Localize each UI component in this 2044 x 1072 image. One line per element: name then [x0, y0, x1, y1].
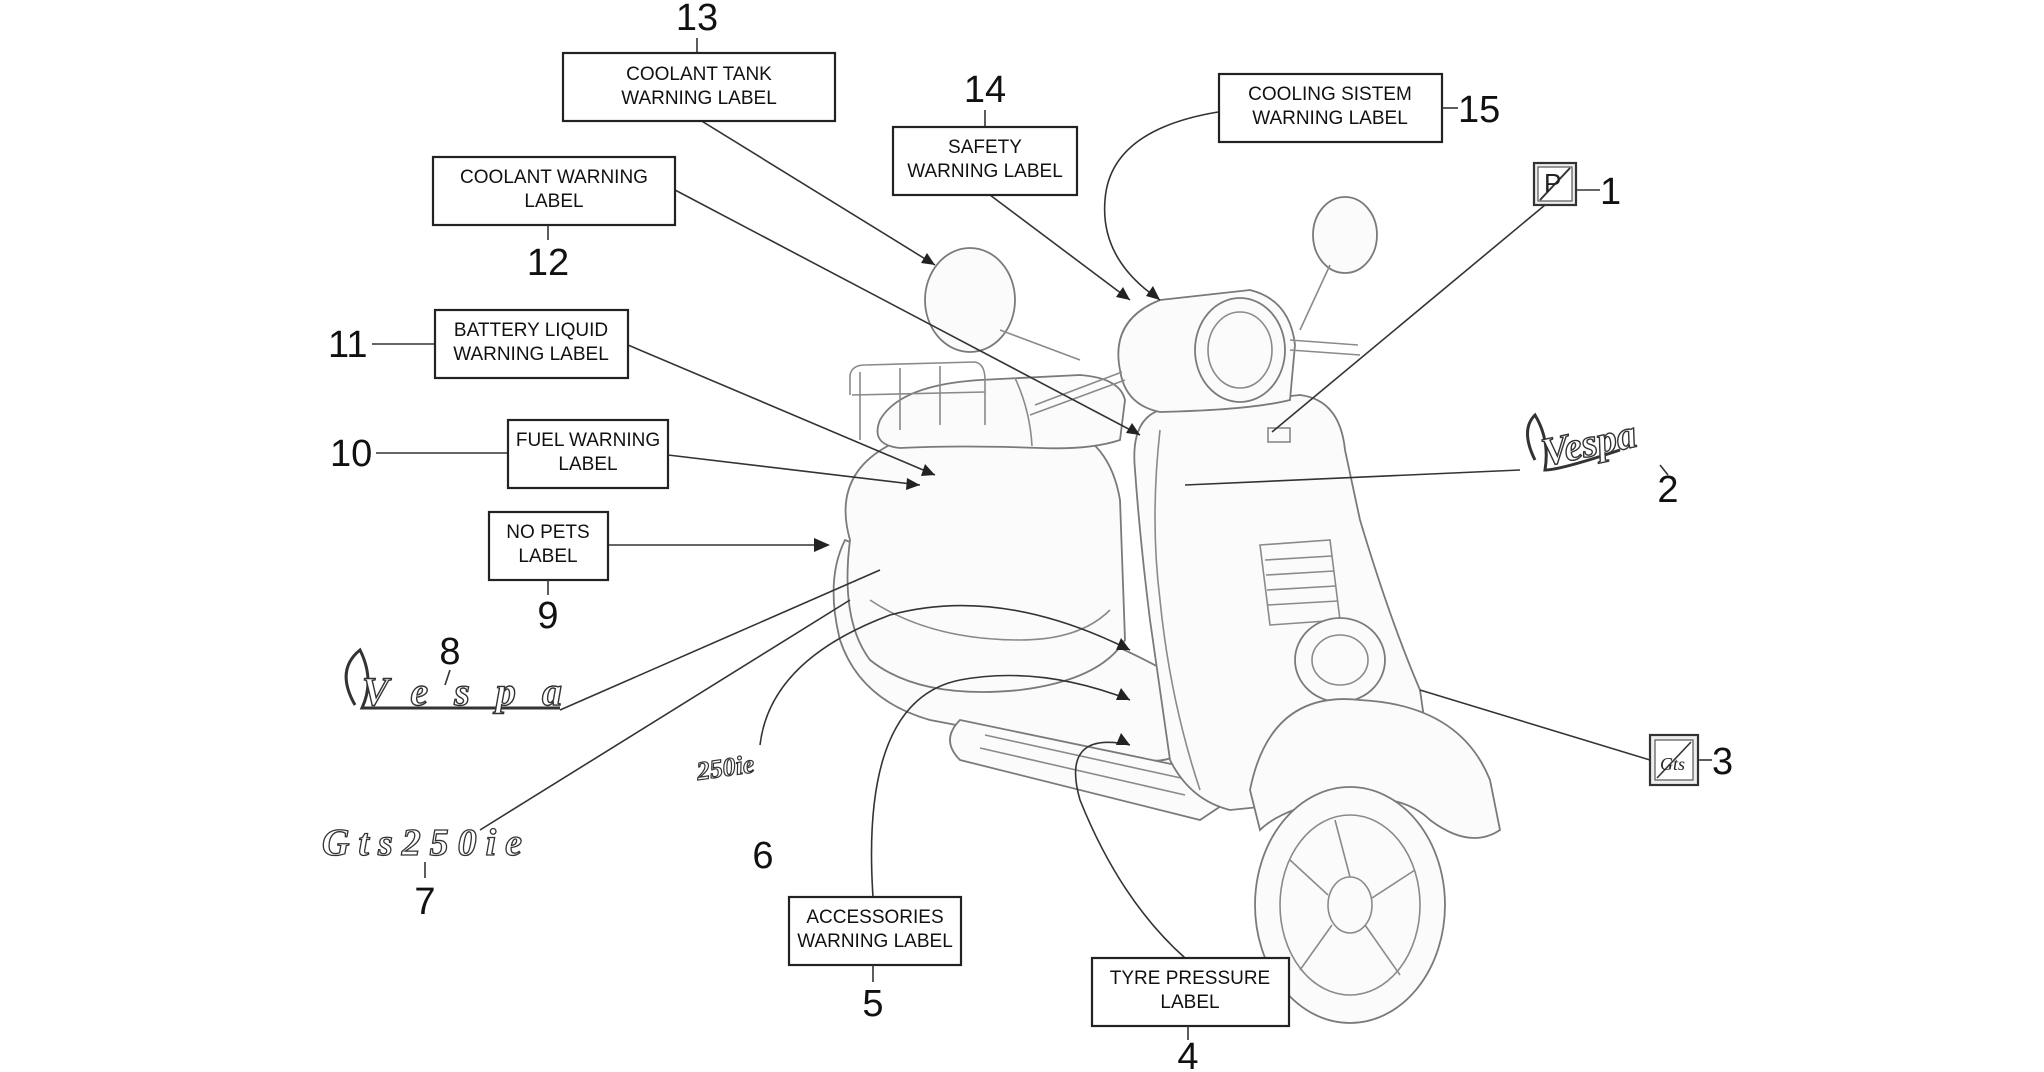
callout-number: 2 [1657, 469, 1678, 511]
callout-number: 13 [676, 0, 718, 39]
callout-14: 14 SAFETY WARNING LABEL [891, 69, 1079, 197]
gts-badge-text: Gts [1660, 754, 1685, 774]
callout-15: COOLING SISTEM WARNING LABEL 15 [1217, 72, 1500, 144]
callout-number: 14 [964, 69, 1006, 111]
callout-5: ACCESSORIES WARNING LABEL 5 [787, 895, 963, 1025]
callout-label-line: LABEL [1160, 992, 1219, 1013]
callout-label-line: NO PETS [506, 522, 589, 543]
callout-label-line: LABEL [524, 191, 583, 212]
callout-1: 1 [1576, 171, 1621, 213]
callout-6: 6 [752, 835, 773, 877]
callout-12: COOLANT WARNING LABEL 12 [431, 155, 677, 284]
callout-label-line: COOLANT WARNING [460, 167, 648, 188]
callout-9: NO PETS LABEL 9 [487, 510, 610, 637]
callout-label-line: WARNING LABEL [797, 931, 953, 952]
leader-lines [479, 111, 1651, 959]
callout-label-line: WARNING LABEL [1252, 108, 1408, 129]
gts250ie-logo: Gts250ie [322, 822, 522, 864]
callout-label-line: TYRE PRESSURE [1110, 968, 1270, 989]
scooter-drawing [832, 196, 1502, 1024]
callout-number: 12 [527, 242, 569, 284]
callout-number: 15 [1458, 89, 1500, 131]
callout-number: 5 [862, 983, 883, 1025]
callout-4: TYRE PRESSURE LABEL 4 [1090, 956, 1291, 1072]
callout-label-line: SAFETY [948, 137, 1022, 158]
callout-number: 1 [1600, 171, 1621, 213]
callout-number: 9 [537, 595, 558, 637]
vespa-logo-text-right: Vespa [1538, 411, 1641, 475]
callout-3: 3 [1698, 741, 1733, 783]
callout-number: 11 [328, 324, 367, 366]
gts-badge-decal: Gts [1648, 733, 1700, 787]
callout-label-line: ACCESSORIES [806, 907, 943, 928]
callout-label-line: LABEL [558, 454, 617, 475]
callout-11: 11 BATTERY LIQUID WARNING LABEL [328, 308, 630, 380]
callout-13: 13 COOLANT TANK WARNING LABEL [561, 0, 837, 123]
callout-label-line: COOLING SISTEM [1248, 84, 1412, 105]
callout-number: 4 [1177, 1036, 1198, 1072]
callout-number: 6 [752, 835, 773, 877]
callout-8: 8 [439, 631, 461, 686]
p-badge-text: P [1544, 168, 1561, 198]
callout-number: 8 [439, 631, 460, 673]
p-badge-decal: P [1532, 161, 1578, 207]
callout-number: 7 [414, 881, 435, 923]
callout-number: 10 [330, 433, 372, 475]
vespa-logo-decal-right: Vespa [1526, 410, 1641, 476]
callout-label-line: LABEL [518, 546, 577, 567]
callout-7: 7 [414, 862, 436, 923]
callout-2: 2 [1657, 464, 1679, 511]
callout-label-line: WARNING LABEL [621, 88, 777, 109]
callout-label-line: FUEL WARNING [516, 430, 660, 451]
engine-250ie-logo: 250ie [694, 749, 756, 786]
callout-number: 3 [1712, 741, 1733, 783]
callout-label-line: WARNING LABEL [907, 161, 1063, 182]
callout-label-line: WARNING LABEL [453, 344, 609, 365]
callout-10: 10 FUEL WARNING LABEL [330, 418, 670, 490]
callout-label-line: COOLANT TANK [626, 64, 772, 85]
callout-label-line: BATTERY LIQUID [454, 320, 608, 341]
